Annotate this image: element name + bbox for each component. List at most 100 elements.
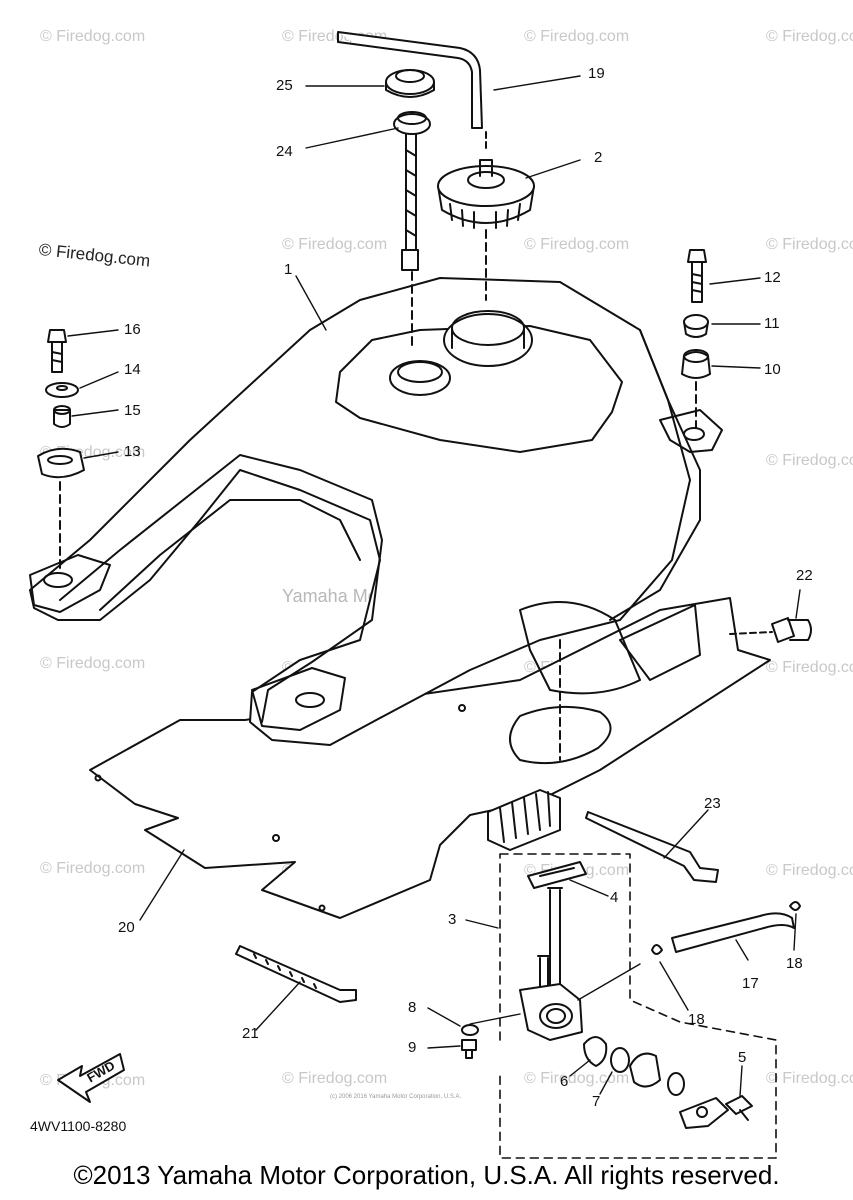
plate-grommet-ribs	[499, 791, 551, 843]
plate-4	[527, 861, 587, 889]
fuel-cock-port	[539, 1003, 573, 1029]
watermark: © Firedog.com	[766, 659, 853, 676]
fuel-cock-box	[499, 853, 777, 1159]
heat-shield-cutout	[509, 705, 612, 765]
assembly-line	[729, 631, 773, 635]
fuel-hose	[671, 912, 795, 953]
leader-lines	[67, 75, 801, 1097]
callout-2: 2	[594, 149, 603, 166]
fuel-tank-left-mount-hole	[43, 572, 73, 588]
heat-shield-hole	[458, 704, 466, 712]
heat-shield-plate	[89, 597, 771, 919]
callout-16: 16	[124, 321, 141, 338]
callout-13: 13	[124, 443, 141, 460]
lever-plate	[679, 1097, 729, 1129]
fuel-gauge-head-top	[397, 111, 427, 125]
fuel-tank-top-panel	[335, 325, 623, 453]
screw-9	[461, 1039, 477, 1059]
callout-4: 4	[610, 889, 619, 906]
fuel-cock-outlet	[537, 955, 551, 991]
fuel-tank-left-mount	[29, 554, 111, 613]
fuel-cap-top	[437, 165, 535, 207]
screw-5	[725, 1095, 753, 1121]
copyright-footer: ©2013 Yamaha Motor Corporation, U.S.A. A…	[73, 1160, 780, 1190]
callout-1: 1	[284, 261, 293, 278]
callout-20: 20	[118, 919, 135, 936]
callout-23: 23	[704, 795, 721, 812]
fuel-cock-body	[519, 983, 583, 1041]
bolt-22	[771, 617, 812, 643]
damper-10-top	[683, 349, 709, 363]
fuel-cock-port-inner	[546, 1008, 566, 1024]
fuel-tank-front-mount-hole	[295, 692, 325, 708]
watermark: © Firedog.com	[766, 28, 853, 45]
fuel-gauge-float	[401, 249, 419, 271]
fuel-cock-stem	[547, 887, 563, 991]
watermark: © Firedog.com	[524, 1070, 630, 1087]
bolt-16-thread	[51, 351, 63, 363]
watermark: © Firedog.com	[766, 862, 853, 879]
fuel-tank-right-mount-hole	[683, 427, 705, 441]
callout-18: 18	[786, 955, 803, 972]
fuel-cap-breather-nipple	[479, 159, 493, 177]
filler-neck-outer	[443, 313, 533, 367]
callout-18: 18	[688, 1011, 705, 1028]
callout-11: 11	[764, 315, 780, 332]
callout-25: 25	[276, 77, 293, 94]
lever-plate-hole	[696, 1106, 708, 1118]
callout-10: 10	[764, 361, 781, 378]
fuel-tank-front-mount	[251, 667, 346, 731]
watermark: © Firedog.com	[766, 1070, 853, 1087]
plate-grommet	[487, 789, 561, 851]
collar-11-side	[683, 321, 709, 338]
washer-14-hole	[56, 385, 68, 391]
callout-15: 15	[124, 402, 141, 419]
collar-11	[683, 314, 709, 330]
collar-15-top	[53, 405, 71, 415]
callout-22: 22	[796, 567, 813, 584]
hose-clamp	[651, 944, 663, 955]
heat-shield-hole	[94, 774, 102, 782]
bolt-12-thread	[691, 273, 703, 293]
fuel-tank-sump	[519, 601, 641, 695]
bolt-16	[47, 329, 67, 373]
tiny-watermark: (c) 2006 2016 Yamaha Motor Corporation, …	[330, 1094, 462, 1100]
gasket-6	[583, 1036, 608, 1067]
fuel-cap-grip	[449, 203, 521, 229]
callout-3: 3	[448, 911, 457, 928]
watermark: © Firedog.com	[282, 236, 388, 253]
part-code: 4WV1100-8280	[30, 1118, 127, 1134]
watermark: © Firedog.com	[766, 236, 853, 253]
callout-24: 24	[276, 143, 293, 160]
gasket-ring-hole	[395, 69, 425, 83]
fuel-cock-lever	[629, 1052, 661, 1088]
washer-8	[461, 1024, 479, 1036]
watermark: © Firedog.com	[524, 28, 630, 45]
callout-8: 8	[408, 999, 417, 1016]
callout-19: 19	[588, 65, 605, 82]
filler-neck-wall	[451, 327, 525, 349]
watermark: © Firedog.com	[40, 28, 146, 45]
fuel-tank-right-mount	[659, 409, 723, 453]
damper-10	[681, 351, 711, 379]
callout-5: 5	[738, 1049, 747, 1066]
callout-21: 21	[242, 1025, 259, 1042]
o-ring	[667, 1072, 685, 1096]
cable-tie-23	[585, 811, 719, 883]
watermark: © Firedog.com	[282, 1070, 388, 1087]
heat-shield-hole	[318, 904, 326, 912]
callout-14: 14	[124, 361, 141, 378]
callout-7: 7	[592, 1093, 601, 1110]
callout-17: 17	[742, 975, 759, 992]
damper-13-slot	[47, 455, 73, 465]
fwd-arrow	[57, 1053, 125, 1103]
hose-clamp	[789, 901, 801, 911]
callout-9: 9	[408, 1039, 417, 1056]
heat-shield-hole	[272, 834, 280, 842]
fuel-tank-side	[609, 329, 701, 621]
fuel-gauge-stem-hatch	[405, 149, 417, 237]
o-ring-7	[610, 1047, 630, 1073]
heat-shield-flange	[619, 604, 701, 681]
fuel-tank-inner-contour	[99, 499, 361, 611]
